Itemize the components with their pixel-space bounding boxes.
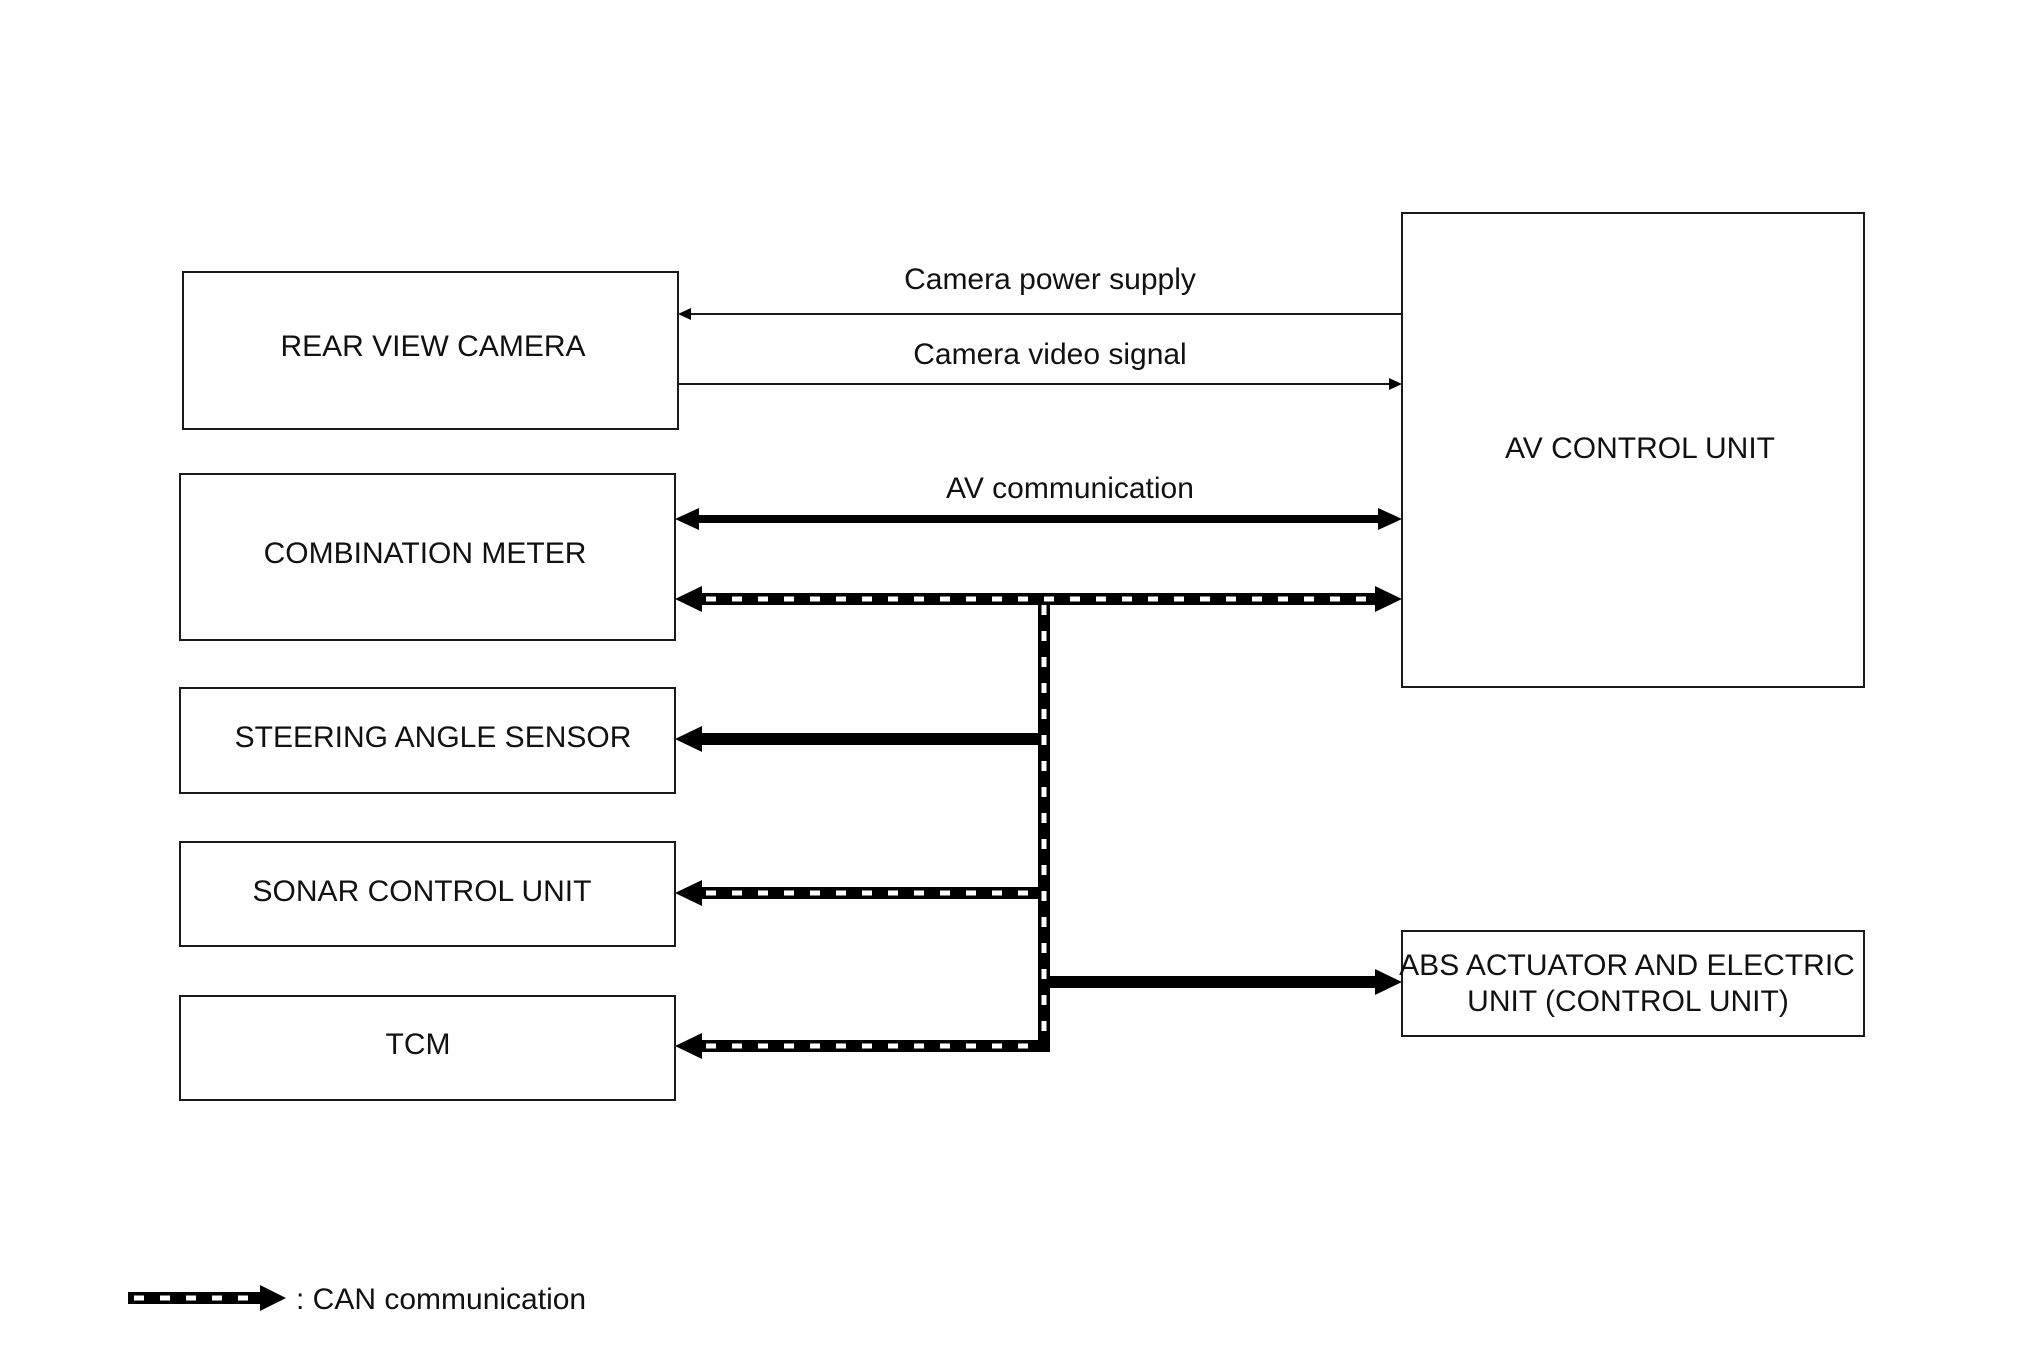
camera-video-arrowhead	[1389, 378, 1402, 390]
steering-angle-sensor-box: STEERING ANGLE SENSOR	[179, 687, 676, 794]
steering-angle-sensor-label: STEERING ANGLE SENSOR	[235, 721, 632, 754]
camera-power-supply-connection: Camera power supply	[678, 263, 1402, 320]
combination-meter-box: COMBINATION METER	[179, 473, 676, 641]
can-combination-meter-arrowhead	[675, 586, 702, 612]
camera-video-signal-connection: Camera video signal	[678, 338, 1402, 390]
can-bus	[675, 586, 1402, 1059]
combination-meter-label: COMBINATION METER	[264, 537, 587, 570]
rear-view-camera-label: REAR VIEW CAMERA	[280, 330, 585, 363]
av-communication-label: AV communication	[946, 472, 1194, 505]
camera-power-arrowhead	[678, 308, 691, 320]
sonar-control-unit-label: SONAR CONTROL UNIT	[253, 875, 592, 908]
abs-actuator-box: ABS ACTUATOR AND ELECTRIC UNIT (CONTROL …	[1399, 930, 1865, 1037]
camera-video-signal-label: Camera video signal	[913, 338, 1186, 371]
tcm-box: TCM	[179, 995, 676, 1101]
can-sonar-arrowhead	[675, 880, 702, 906]
abs-actuator-label-line2: UNIT (CONTROL UNIT)	[1467, 985, 1789, 1018]
av-control-unit-label: AV CONTROL UNIT	[1505, 432, 1775, 465]
tcm-label: TCM	[386, 1028, 451, 1061]
av-communication-connection: AV communication	[675, 472, 1402, 530]
can-tcm-arrowhead	[675, 1033, 702, 1059]
rear-view-camera-box: REAR VIEW CAMERA	[182, 271, 679, 430]
legend: : CAN communication	[128, 1283, 586, 1316]
abs-actuator-label-line1: ABS ACTUATOR AND ELECTRIC	[1399, 949, 1855, 982]
legend-can-arrowhead	[260, 1285, 286, 1311]
av-comm-left-arrowhead	[675, 508, 699, 530]
av-comm-right-arrowhead	[1378, 508, 1402, 530]
can-abs-arrowhead	[1375, 969, 1402, 995]
can-steering-arrowhead	[675, 726, 702, 752]
sonar-control-unit-box: SONAR CONTROL UNIT	[179, 841, 676, 947]
av-control-unit-box: AV CONTROL UNIT	[1401, 212, 1865, 688]
legend-can-label: : CAN communication	[296, 1283, 586, 1316]
camera-power-supply-label: Camera power supply	[904, 263, 1196, 296]
can-av-control-arrowhead	[1375, 586, 1402, 612]
